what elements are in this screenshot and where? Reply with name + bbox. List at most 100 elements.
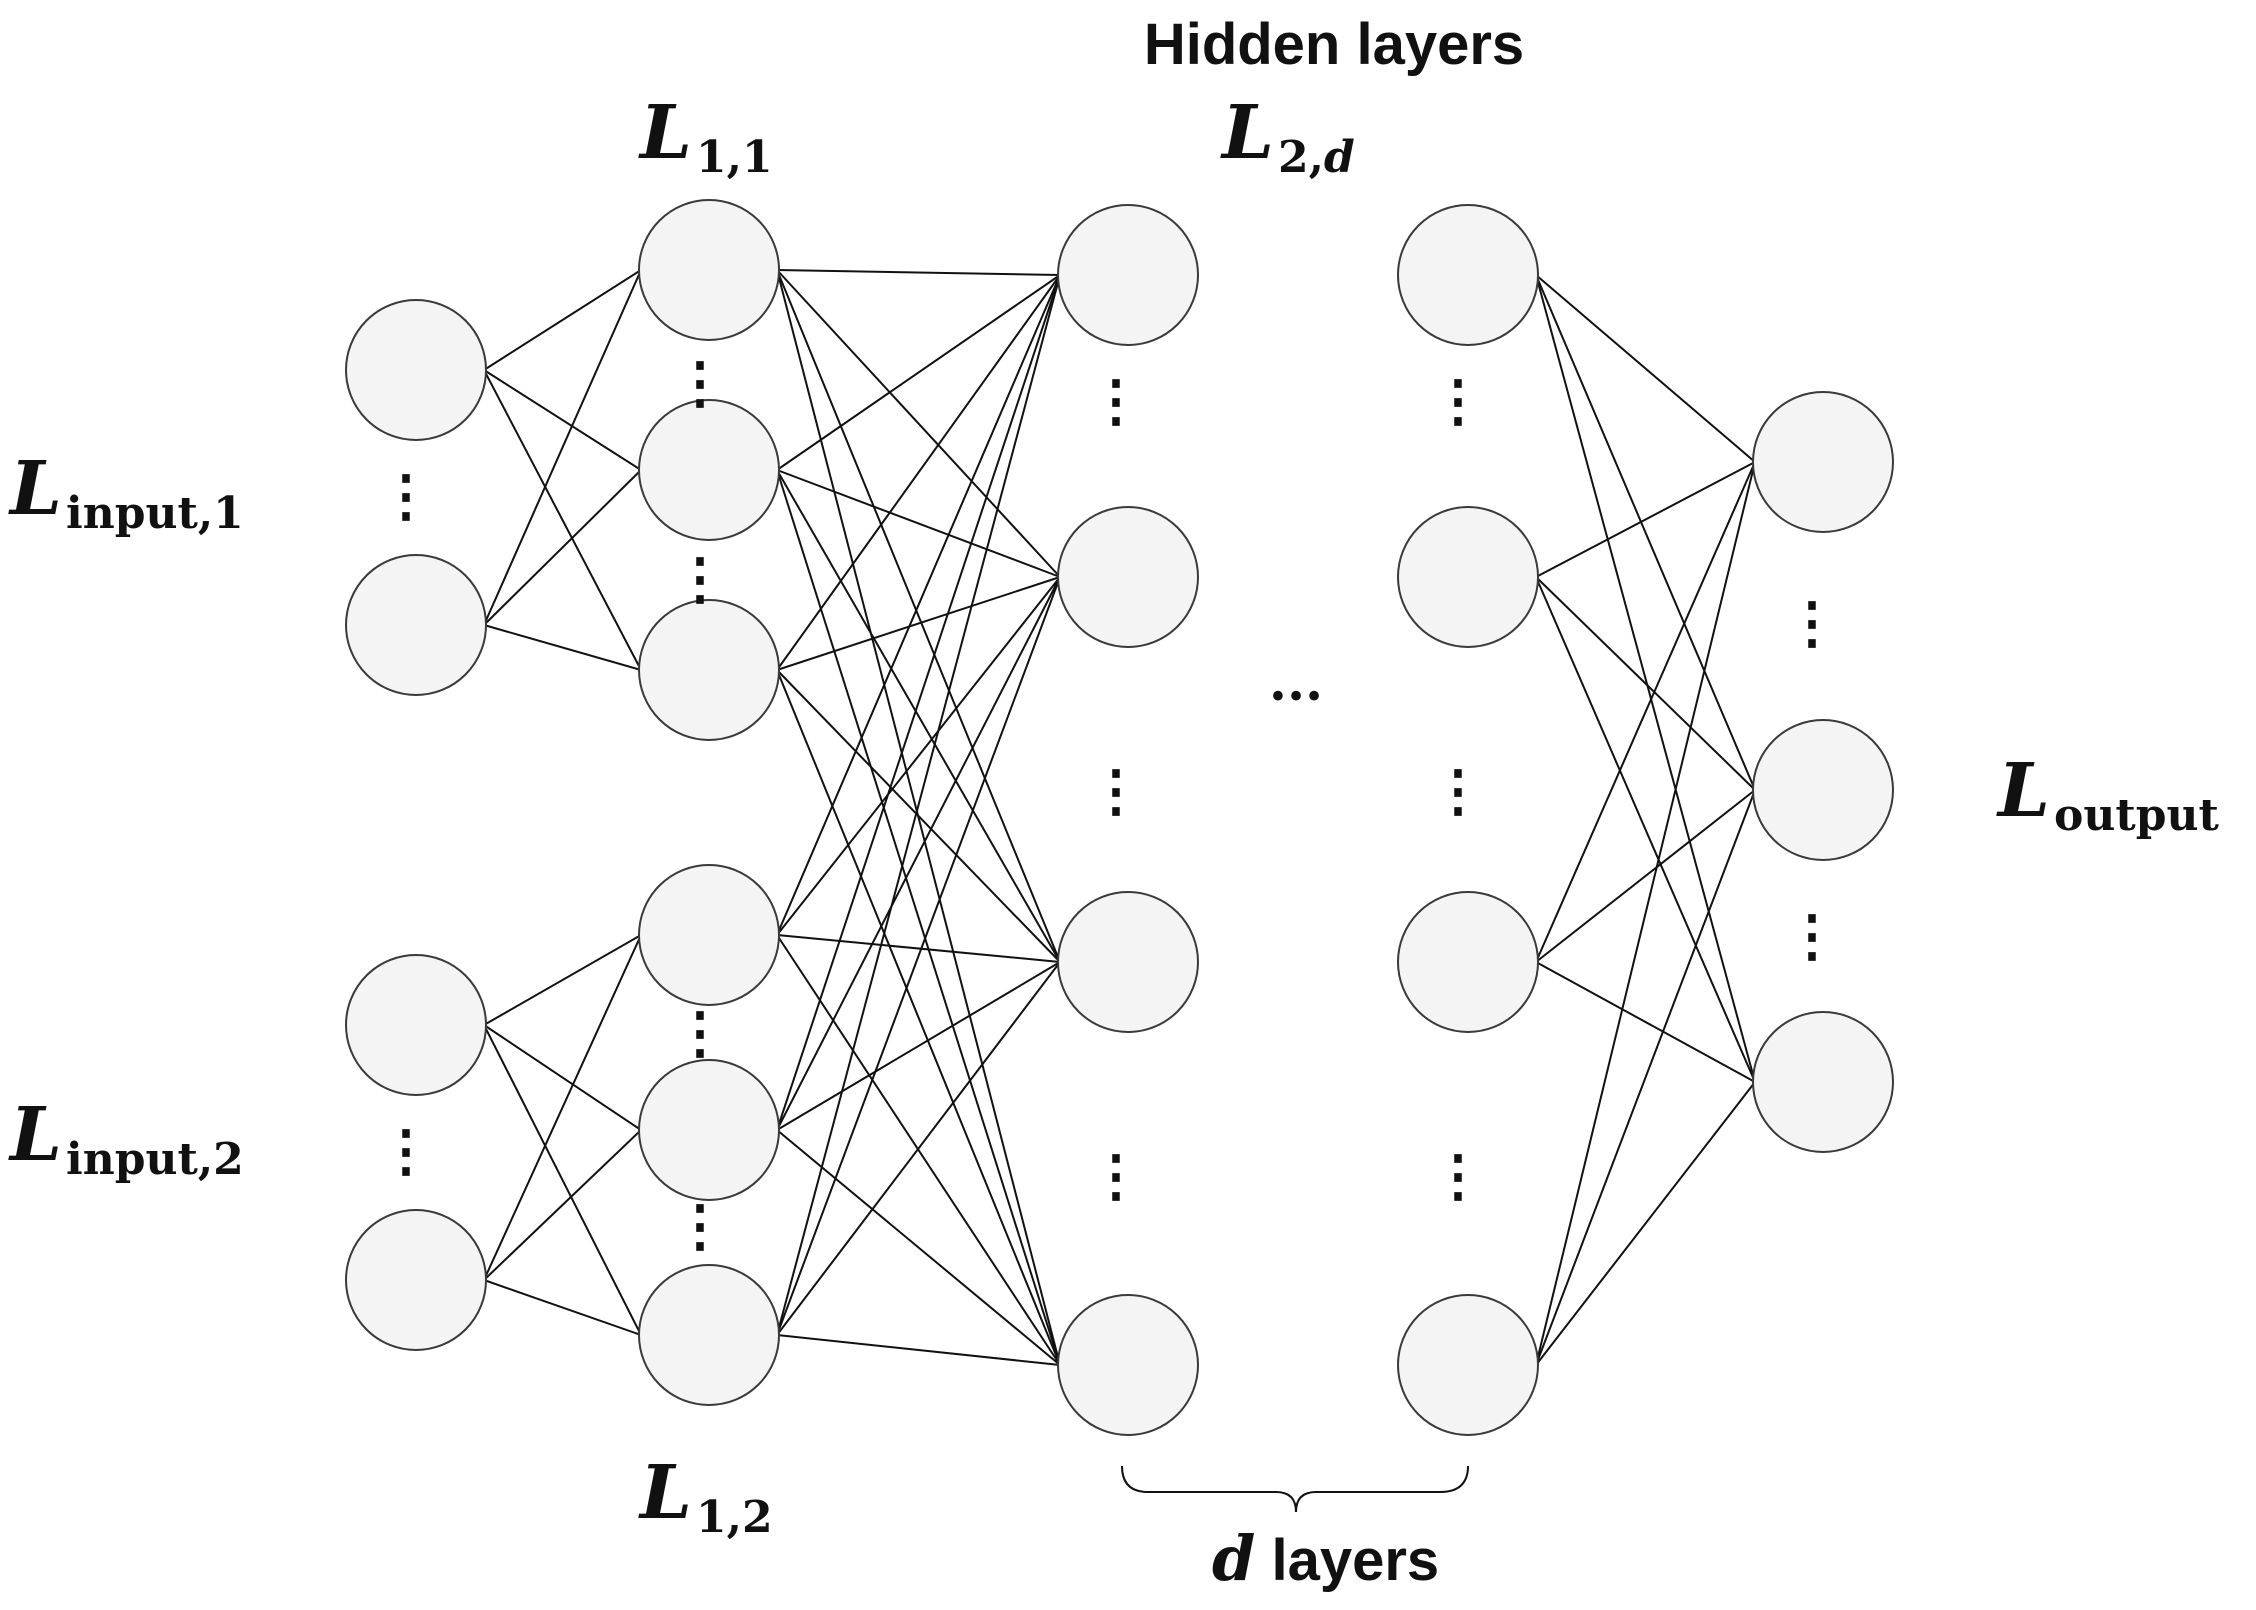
node-input-2-0	[345, 954, 487, 1096]
label-l11: L1,1	[638, 90, 773, 183]
edge-hidden-2-d-0-to-output-0	[1535, 274, 1756, 463]
edge-input-1-1-to-hidden-1-1-0	[483, 269, 642, 626]
edge-hidden-1-1-0-to-hidden-2-1-2	[776, 269, 1061, 963]
label-output-sub: output	[2054, 790, 2219, 841]
edge-hidden-1-1-1-to-hidden-2-1-0	[776, 274, 1061, 471]
edge-hidden-2-d-3-to-output-1	[1535, 789, 1756, 1366]
edge-hidden-2-d-1-to-output-1	[1535, 576, 1756, 791]
edge-hidden-2-d-1-to-output-0	[1535, 461, 1756, 578]
edge-hidden-1-1-1-to-hidden-2-1-1	[776, 469, 1061, 578]
label-output: Loutput	[1996, 748, 2219, 841]
ellipsis-l12-upper: ⋮	[672, 1000, 728, 1066]
edge-hidden-1-1-2-to-hidden-2-1-3	[776, 669, 1061, 1366]
node-hidden-2-1-1	[1057, 506, 1199, 648]
hidden-layers-title: Hidden layers	[1144, 12, 1524, 77]
edge-hidden-1-1-0-to-hidden-2-1-0	[776, 269, 1061, 276]
edge-hidden-1-2-0-to-hidden-2-1-2	[776, 934, 1061, 963]
edge-input-1-0-to-hidden-1-1-0	[483, 269, 642, 371]
ellipsis-h1-c: ⋮	[1088, 1143, 1144, 1209]
edge-hidden-1-2-0-to-hidden-2-1-1	[776, 576, 1061, 936]
ellipsis-h1-a: ⋮	[1088, 368, 1144, 434]
edge-hidden-2-d-0-to-output-2	[1535, 274, 1756, 1083]
ellipsis-input-1: ⋮	[378, 463, 434, 529]
ellipsis-between-hidden: ...	[1269, 652, 1323, 713]
edge-input-2-0-to-hidden-1-2-0	[483, 934, 642, 1026]
edge-hidden-2-d-3-to-output-0	[1535, 461, 1756, 1366]
node-hidden-1-2-1	[638, 1059, 780, 1201]
edge-hidden-2-d-2-to-output-0	[1535, 461, 1756, 963]
label-l12-main: L	[638, 1450, 692, 1536]
label-l2d-sub-a: 2,	[1278, 132, 1324, 183]
edge-hidden-1-2-1-to-hidden-2-1-0	[776, 274, 1061, 1131]
edge-hidden-1-1-2-to-hidden-2-1-1	[776, 576, 1061, 671]
edge-hidden-2-d-1-to-output-2	[1535, 576, 1756, 1083]
node-hidden-2-d-1	[1397, 506, 1539, 648]
node-input-2-1	[345, 1209, 487, 1351]
label-input-2-main: L	[8, 1092, 62, 1178]
ellipsis-input-2: ⋮	[378, 1118, 434, 1184]
edge-hidden-2-d-2-to-output-1	[1535, 789, 1756, 963]
node-output-1	[1752, 719, 1894, 861]
ellipsis-output-upper: ⋮	[1784, 590, 1840, 656]
label-l12-sub: 1,2	[696, 1492, 773, 1543]
ellipsis-hd-a: ⋮	[1430, 368, 1486, 434]
label-input-1: Linput,1	[8, 446, 244, 539]
edge-hidden-1-2-2-to-hidden-2-1-0	[776, 274, 1061, 1336]
edge-input-1-1-to-hidden-1-1-2	[483, 624, 642, 671]
node-hidden-1-1-0	[638, 199, 780, 341]
label-input-2: Linput,2	[8, 1092, 244, 1185]
ellipsis-h1-b: ⋮	[1088, 758, 1144, 824]
node-hidden-1-1-2	[638, 599, 780, 741]
label-input-1-sub: input,1	[66, 488, 244, 539]
node-hidden-2-d-2	[1397, 891, 1539, 1033]
edge-hidden-1-2-0-to-hidden-2-1-0	[776, 274, 1061, 936]
d-layers-var: d	[1212, 1522, 1255, 1595]
edge-input-1-0-to-hidden-1-1-1	[483, 369, 642, 471]
edge-input-2-1-to-hidden-1-2-0	[483, 934, 642, 1281]
label-output-main: L	[1996, 748, 2050, 834]
edge-input-2-1-to-hidden-1-2-1	[483, 1129, 642, 1281]
edge-hidden-1-2-1-to-hidden-2-1-1	[776, 576, 1061, 1131]
node-input-1-0	[345, 299, 487, 441]
edge-hidden-2-d-2-to-output-2	[1535, 961, 1756, 1083]
edge-hidden-2-d-0-to-output-1	[1535, 274, 1756, 791]
edge-hidden-1-1-1-to-hidden-2-1-2	[776, 469, 1061, 963]
edge-hidden-1-2-2-to-hidden-2-1-1	[776, 576, 1061, 1336]
edge-hidden-1-2-2-to-hidden-2-1-3	[776, 1334, 1061, 1366]
node-hidden-2-1-3	[1057, 1294, 1199, 1436]
edge-hidden-1-1-2-to-hidden-2-1-0	[776, 274, 1061, 671]
node-hidden-2-1-0	[1057, 204, 1199, 346]
edge-input-2-0-to-hidden-1-2-1	[483, 1024, 642, 1131]
label-l2d-sub-b: d	[1324, 132, 1355, 183]
label-l12: L1,2	[638, 1450, 773, 1543]
label-l2d-main: L	[1220, 90, 1274, 176]
edge-input-2-0-to-hidden-1-2-2	[483, 1024, 642, 1336]
d-layers-caption: d layers	[1212, 1522, 1439, 1595]
ellipsis-hd-c: ⋮	[1430, 1143, 1486, 1209]
ellipsis-output-lower: ⋮	[1784, 903, 1840, 969]
ellipsis-l11-upper: ⋮	[672, 350, 728, 416]
label-input-2-sub: input,2	[66, 1134, 244, 1185]
edge-input-2-1-to-hidden-1-2-2	[483, 1279, 642, 1336]
edge-hidden-1-1-1-to-hidden-2-1-3	[776, 469, 1061, 1366]
node-hidden-1-2-0	[638, 864, 780, 1006]
d-layers-brace	[1121, 1465, 1469, 1513]
edge-hidden-1-1-0-to-hidden-2-1-1	[776, 269, 1061, 578]
d-layers-word: layers	[1255, 1528, 1439, 1593]
edge-input-1-1-to-hidden-1-1-1	[483, 469, 642, 626]
label-l11-sub: 1,1	[696, 132, 773, 183]
edge-hidden-1-2-1-to-hidden-2-1-3	[776, 1129, 1061, 1366]
node-hidden-1-2-2	[638, 1264, 780, 1406]
node-output-2	[1752, 1011, 1894, 1153]
edge-hidden-1-1-2-to-hidden-2-1-2	[776, 669, 1061, 963]
node-hidden-2-1-2	[1057, 891, 1199, 1033]
ellipsis-hd-b: ⋮	[1430, 758, 1486, 824]
edge-hidden-1-2-1-to-hidden-2-1-2	[776, 961, 1061, 1131]
node-output-0	[1752, 391, 1894, 533]
edge-input-1-0-to-hidden-1-1-2	[483, 369, 642, 671]
edge-hidden-1-1-0-to-hidden-2-1-3	[776, 269, 1061, 1366]
neurons	[345, 199, 1894, 1436]
connections	[483, 269, 1756, 1366]
node-hidden-2-d-3	[1397, 1294, 1539, 1436]
